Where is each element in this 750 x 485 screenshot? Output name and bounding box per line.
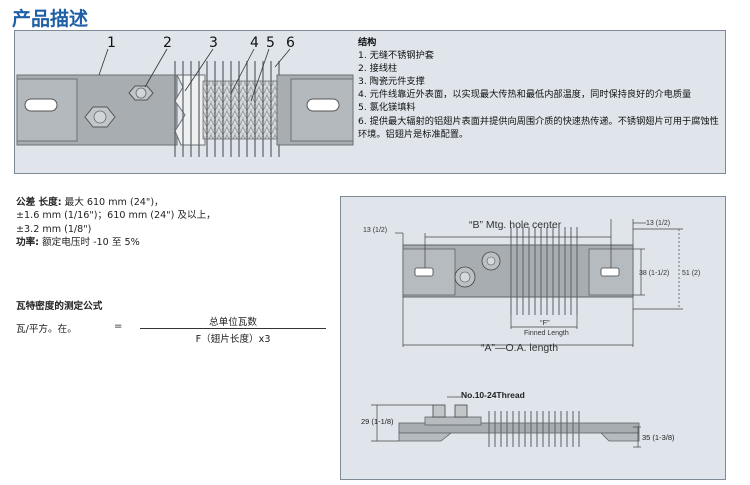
dimension-drawing-panel: 13 (1/2) 13 (1/2) “B” Mtg. hole center 3… bbox=[340, 196, 726, 480]
terminal-screw-icon bbox=[135, 87, 147, 99]
dim-35: 35 (1-3/8) bbox=[642, 433, 675, 442]
finned-length-label: Finned Length bbox=[524, 330, 569, 337]
thread-label: No.10-24Thread bbox=[461, 390, 525, 400]
callout-3: 3 bbox=[209, 35, 218, 51]
dimension-drawing: 13 (1/2) 13 (1/2) “B” Mtg. hole center 3… bbox=[361, 219, 700, 448]
structure-item-1: 1. 无缝不锈钢护套 bbox=[358, 50, 434, 62]
formula-numerator: 总单位瓦数 bbox=[209, 317, 257, 328]
power-label: 功率: bbox=[16, 237, 40, 249]
callout-6: 6 bbox=[286, 35, 295, 51]
dim-29: 29 (1-1/8) bbox=[361, 417, 394, 426]
dim-13-right: 13 (1/2) bbox=[646, 220, 670, 227]
top-view-dimension-lines bbox=[395, 219, 683, 347]
power-text: 额定电压时 -10 至 5% bbox=[39, 237, 140, 249]
thread-stud-2 bbox=[454, 404, 468, 418]
tolerance-line3: ±3.2 mm (1/8") bbox=[16, 223, 92, 235]
side-view bbox=[398, 404, 640, 447]
structure-item-2: 2. 接线柱 bbox=[358, 63, 398, 75]
finned-f-label: “F” bbox=[540, 318, 550, 327]
tolerance-label: 公差 长度: bbox=[16, 197, 62, 208]
specifications: 公差 长度: 最大 610 mm (24")， ±1.6 mm (1/16")；… bbox=[16, 196, 326, 250]
tolerance-line2: ±1.6 mm (1/16")；610 mm (24") 及以上， bbox=[16, 210, 216, 222]
structure-list: 结构 1. 无缝不锈钢护套 2. 接线柱 3. 陶瓷元件支撑 4. 元件线靠近外… bbox=[358, 36, 723, 141]
ceramic-support bbox=[174, 74, 206, 146]
dim-13-left: 13 (1/2) bbox=[363, 227, 387, 234]
structure-item-5: 5. 氯化镁填料 bbox=[358, 102, 416, 114]
callout-1: 1 bbox=[107, 35, 116, 51]
top-view-slot-right bbox=[600, 267, 620, 277]
tolerance-line1: 最大 610 mm (24")， bbox=[61, 197, 164, 208]
top-view-slot-left bbox=[414, 267, 434, 277]
callout-5: 5 bbox=[266, 35, 275, 51]
heater-cutaway-diagram: 1 2 3 4 5 6 bbox=[16, 35, 354, 157]
thread-stud-1 bbox=[432, 404, 446, 418]
dim-38: 38 (1-1/2) bbox=[639, 270, 669, 277]
structure-item-4: 4. 元件线靠近外表面，以实现最大传热和最低内部温度，同时保持良好的介电质量 bbox=[358, 89, 692, 101]
formula-equals: = bbox=[114, 321, 123, 332]
formula-fraction-bar bbox=[140, 328, 326, 329]
callout-2: 2 bbox=[163, 35, 172, 51]
dim-51: 51 (2) bbox=[682, 270, 700, 277]
structure-heading: 结构 bbox=[358, 37, 377, 48]
coil-element bbox=[202, 80, 278, 140]
formula-lhs: 瓦/平方。在。 bbox=[16, 324, 77, 335]
mtg-hole-center-label: “B” Mtg. hole center bbox=[469, 219, 562, 231]
formula-title: 瓦特密度的测定公式 bbox=[16, 301, 103, 312]
structure-panel: 1 2 3 4 5 6 结构 1. 无缝不锈钢护套 2. 接线柱 3. 陶瓷元件… bbox=[14, 30, 726, 174]
callout-leaders bbox=[98, 48, 291, 102]
mount-slot-right bbox=[306, 98, 340, 112]
top-view-fins bbox=[510, 227, 578, 315]
screw-head-icon bbox=[93, 110, 107, 124]
formula-denominator: F（翅片长度）x3 bbox=[195, 334, 271, 345]
side-view-dimension-lines bbox=[371, 396, 641, 448]
page-title: 产品描述 bbox=[12, 8, 89, 30]
structure-item-3: 3. 陶瓷元件支撑 bbox=[358, 76, 425, 88]
fins bbox=[174, 61, 280, 157]
oa-length-label: “A”—O.A. length bbox=[481, 342, 558, 354]
structure-item-6: 6. 提供最大辐射的铝翅片表面并提供向周围介质的快速热传递。不锈钢翅片可用于腐蚀… bbox=[358, 115, 719, 140]
mount-slot-left bbox=[24, 98, 58, 112]
callout-4: 4 bbox=[250, 35, 259, 51]
